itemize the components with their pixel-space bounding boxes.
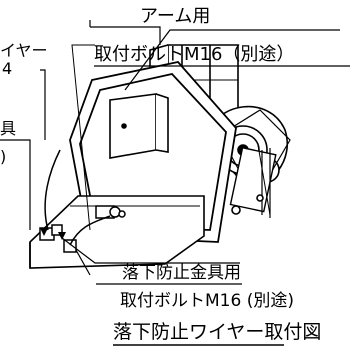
label-wire-partial: イヤー [0,41,48,60]
label-fall-prevention-bracket: 落下防止金具用 [122,263,241,283]
figure-title: 落下防止ワイヤー取付図 [113,321,321,343]
arrow-markers [40,228,66,240]
label-tool-partial: 具 [0,119,16,138]
control-box [109,93,169,159]
label-wire-size-partial: 4 [2,59,12,78]
label-arm: アーム用 [140,6,210,27]
label-paren-partial: ) [0,147,6,166]
leader-lines [0,20,350,276]
label-mount-bolt-top: 取付ボルトM16（別途） [94,44,294,65]
label-mount-bolt-bottom: 取付ボルトM16 (別途) [120,291,294,311]
